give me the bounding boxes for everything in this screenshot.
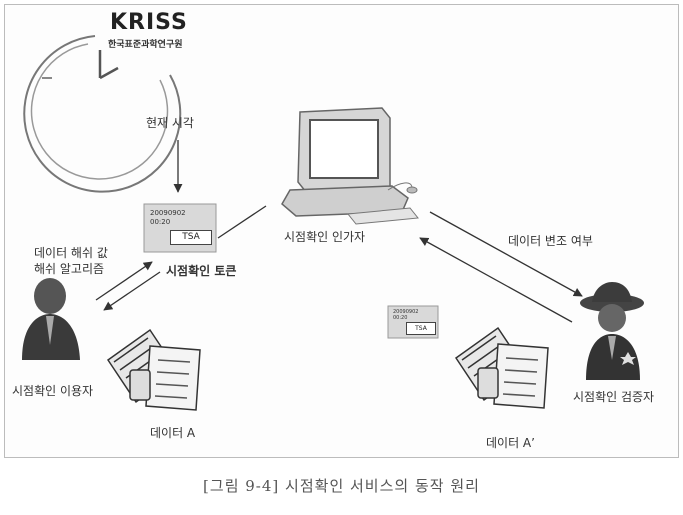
- token-tsa-box: TSA: [170, 230, 212, 245]
- hash-algorithm-label: 해쉬 알고리즘: [34, 262, 105, 276]
- documents-a-prime-icon: [454, 326, 549, 409]
- arrow-verifier-to-server: [419, 237, 573, 323]
- data-a-prime-label: 데이터 A’: [486, 436, 535, 450]
- logo-org: 한국표준과학연구원: [108, 40, 183, 50]
- documents-a-icon: [106, 328, 201, 411]
- token-small-tsa-box: TSA: [406, 322, 436, 335]
- user-person-icon: [22, 278, 80, 360]
- user-label: 시점확인 이용자: [12, 384, 94, 398]
- arrow-token-to-user: [103, 271, 161, 311]
- arrow-server-to-verifier: [429, 211, 583, 297]
- token-small-date: 20090902: [393, 309, 419, 315]
- tsa-server-label: 시점확인 인가자: [284, 230, 366, 244]
- diagram-frame: [4, 4, 679, 458]
- current-time-label: 현재 시각: [146, 116, 194, 130]
- computer-icon: [281, 107, 419, 225]
- data-a-label: 데이터 A: [150, 426, 196, 440]
- line-token-to-server: [217, 205, 267, 239]
- forgery-check-label: 데이터 변조 여부: [508, 234, 593, 248]
- figure-caption: [그림 9-4] 시점확인 서비스의 동작 원리: [203, 477, 480, 495]
- arrow-user-to-token: [95, 261, 153, 301]
- token-small-time: 00:20: [393, 315, 408, 321]
- token-time: 00:20: [150, 218, 171, 226]
- clock-icon: [23, 35, 182, 193]
- verifier-person-icon: [580, 282, 644, 380]
- token-date: 20090902: [150, 209, 186, 217]
- token-label: 시점확인 토큰: [166, 264, 237, 278]
- hash-value-label: 데이터 해쉬 값: [34, 246, 108, 260]
- logo-brand: KRISS: [110, 10, 188, 35]
- verifier-label: 시점확인 검증자: [573, 390, 655, 404]
